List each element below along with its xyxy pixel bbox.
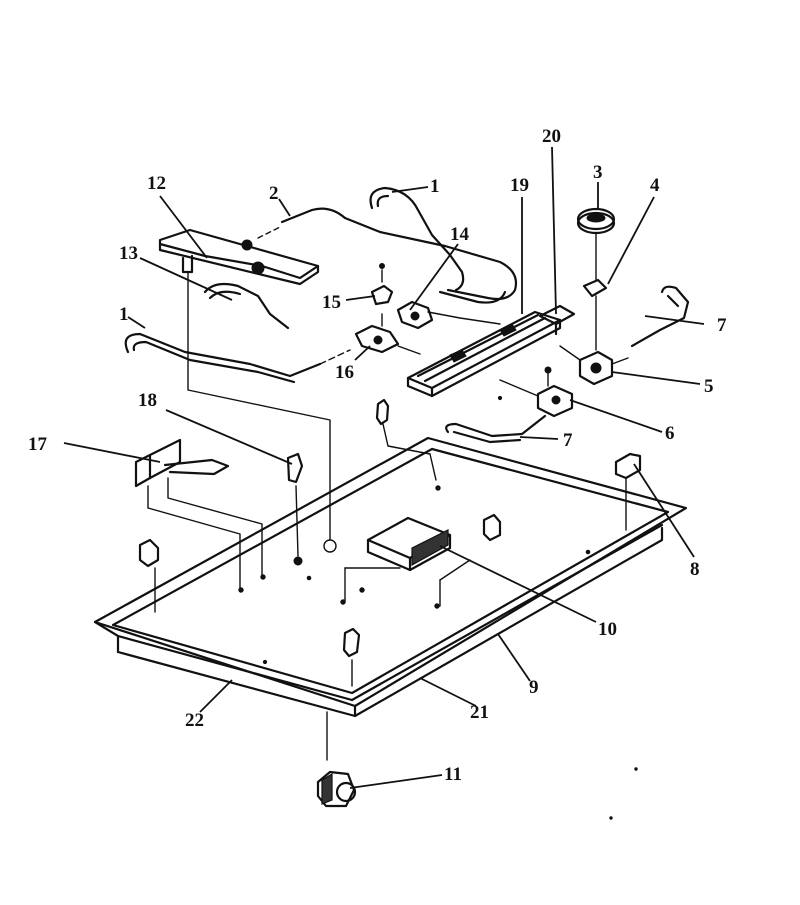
callout-19: 19 [510,175,529,196]
callout-21: 21 [470,702,489,723]
part-13-tube [203,282,290,330]
callout-12: 12 [147,173,166,194]
part-14-valve [396,300,501,330]
callout-5: 5 [704,376,714,397]
leader-lines [63,146,705,789]
callout-1-upper: 1 [430,176,440,197]
callout-9: 9 [529,677,539,698]
callout-10: 10 [598,619,617,640]
scan-specks [609,767,638,820]
callout-17: 17 [28,434,48,455]
callout-6: 6 [665,423,675,444]
callout-3: 3 [593,162,603,183]
callout-14: 14 [450,224,470,245]
part-17-bracket [134,438,263,589]
callout-16: 16 [335,362,354,383]
callout-1-lower: 1 [119,304,129,325]
part-7-upper-tube [630,285,690,348]
part-19-manifold [406,310,562,398]
part-18 [286,452,304,557]
part-11-regulator [316,711,357,808]
pan-holes [238,395,591,665]
part-20-rail [538,304,576,336]
callout-2: 2 [269,183,279,204]
pan-brackets [138,398,502,687]
part-1-upper-tube [369,186,465,292]
callout-18: 18 [138,390,157,411]
callout-15: 15 [322,292,341,313]
part-1-lower-tube [124,332,351,384]
callout-20: 20 [542,126,561,147]
part-8-bracket [614,452,642,531]
callout-11: 11 [444,764,462,785]
part-6-valve [499,366,574,418]
callout-8: 8 [690,559,700,580]
part-12-bracket [158,228,331,541]
part-4-clip [582,232,608,351]
part-2-tube [257,207,518,304]
callout-13: 13 [119,243,138,264]
part-7-lower-tube [445,414,547,444]
part-10-box [344,516,471,607]
part-16-valve [354,313,421,355]
callout-7-lower: 7 [563,430,573,451]
base-pan [93,436,688,718]
callout-22: 22 [185,710,204,731]
part-3-cap [576,207,616,235]
callout-labels: 1 1 2 3 4 5 6 7 7 8 9 10 11 12 13 14 15 … [28,126,727,785]
part-5-valve [559,345,629,386]
callout-4: 4 [650,175,660,196]
part-15-fitting [370,263,394,306]
callout-7-upper: 7 [717,315,727,336]
